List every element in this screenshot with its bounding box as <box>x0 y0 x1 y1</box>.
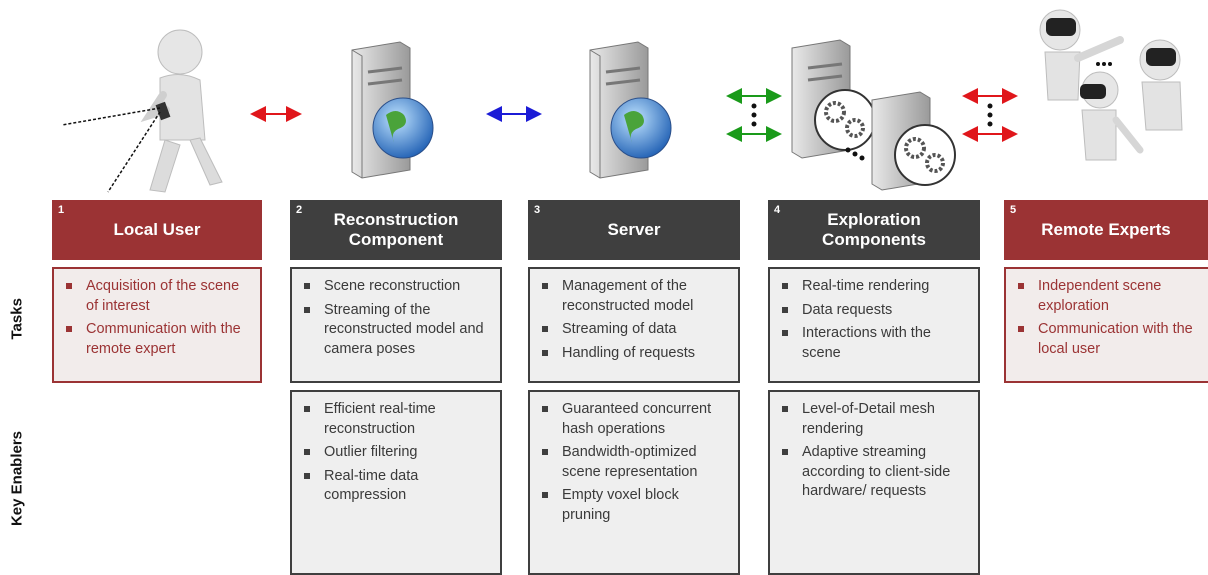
list-item: Independent scene exploration <box>1016 277 1198 316</box>
component-number: 1 <box>58 204 65 216</box>
component-number: 5 <box>1010 204 1017 216</box>
enablers-reconstruction: Efficient real-time reconstruction Outli… <box>290 390 502 575</box>
component-title: Reconstruction Component <box>333 209 459 249</box>
list-item: Acquisition of the scene of interest <box>64 277 250 316</box>
header-remote-experts: 5 Remote Experts <box>1004 200 1208 260</box>
list-item: Level-of-Detail mesh rendering <box>780 400 968 439</box>
list-item: Scene reconstruction <box>302 277 490 297</box>
tasks-exploration: Real-time rendering Data requests Intera… <box>768 267 980 383</box>
list-item: Outlier filtering <box>302 443 490 463</box>
header-reconstruction: 2 Reconstruction Component <box>290 200 502 260</box>
tasks-remote-experts: Independent scene exploration Communicat… <box>1004 267 1208 383</box>
component-title: Server <box>607 219 661 239</box>
row-label-key-enablers: Key Enablers <box>8 430 26 527</box>
component-title: Remote Experts <box>1041 219 1171 239</box>
tasks-server: Management of the reconstructed model St… <box>528 267 740 383</box>
row-label-tasks: Tasks <box>8 298 26 340</box>
list-item: Efficient real-time reconstruction <box>302 400 490 439</box>
component-number: 2 <box>296 204 303 216</box>
server-gears-icon <box>791 39 956 191</box>
vr-experts-icon <box>1039 9 1183 161</box>
header-server: 3 Server <box>528 200 740 260</box>
list-item: Data requests <box>780 301 968 321</box>
list-item: Bandwidth-optimized scene representation <box>540 443 728 482</box>
enablers-server: Guaranteed concurrent hash operations Ba… <box>528 390 740 575</box>
list-item: Guaranteed concurrent hash operations <box>540 400 728 439</box>
list-item: Adaptive streaming according to client-s… <box>780 443 968 502</box>
tasks-reconstruction: Scene reconstruction Streaming of the re… <box>290 267 502 383</box>
list-item: Real-time data compression <box>302 467 490 506</box>
list-item: Streaming of the reconstructed model and… <box>302 301 490 360</box>
enablers-exploration: Level-of-Detail mesh rendering Adaptive … <box>768 390 980 575</box>
component-number: 4 <box>774 204 781 216</box>
list-item: Management of the reconstructed model <box>540 277 728 316</box>
list-item: Interactions with the scene <box>780 324 968 363</box>
header-exploration: 4 Exploration Components <box>768 200 980 260</box>
component-title: Exploration Components <box>822 209 926 249</box>
tasks-local-user: Acquisition of the scene of interest Com… <box>52 267 262 383</box>
list-item: Handling of requests <box>540 344 728 364</box>
illustration-row <box>61 9 1183 193</box>
list-item: Real-time rendering <box>780 277 968 297</box>
component-title: Local User <box>113 219 201 239</box>
list-item: Streaming of data <box>540 320 728 340</box>
server-globe-icon <box>589 41 672 179</box>
component-number: 3 <box>534 204 541 216</box>
list-item: Empty voxel block pruning <box>540 486 728 525</box>
header-local-user: 1 Local User <box>52 200 262 260</box>
person-with-phone-icon <box>61 29 223 193</box>
list-item: Communication with the remote expert <box>64 320 250 359</box>
list-item: Communication with the local user <box>1016 320 1198 359</box>
server-globe-icon <box>351 41 434 179</box>
